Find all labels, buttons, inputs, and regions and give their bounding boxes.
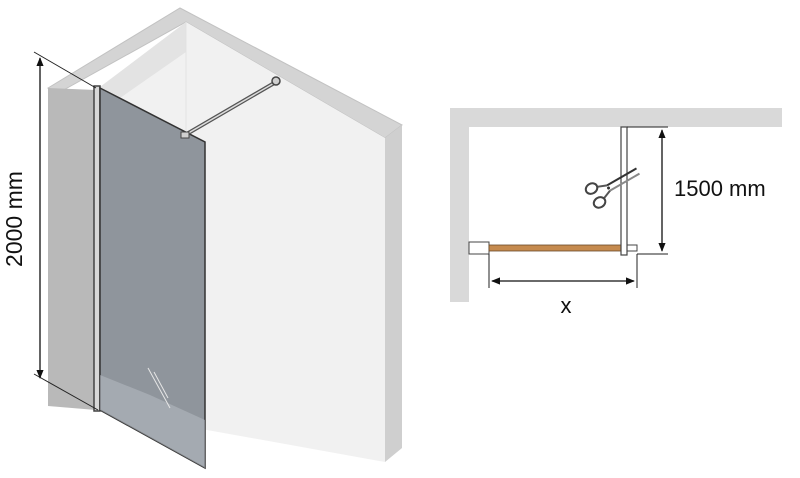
plan-wall-profile xyxy=(468,241,490,255)
arm-label: 1500 mm xyxy=(674,176,766,201)
glass-reflection xyxy=(100,375,205,468)
plan-glass-end xyxy=(626,244,638,252)
wall-profile xyxy=(93,85,101,412)
corner-shade xyxy=(96,22,186,112)
plan-view: 1500 mm x xyxy=(450,108,782,318)
arm-glass-clamp xyxy=(180,131,190,139)
wall-edge xyxy=(385,125,402,462)
height-label: 2000 mm xyxy=(1,171,27,267)
left-wall xyxy=(48,88,96,410)
plan-stabilizer-arm xyxy=(620,126,628,256)
isometric-view: 2000 mm xyxy=(1,7,403,470)
width-label: x xyxy=(561,293,572,318)
arm-wall-bracket xyxy=(271,76,281,86)
plan-wall xyxy=(450,108,782,302)
scissors-icon xyxy=(584,167,640,209)
plan-glass xyxy=(488,244,628,252)
